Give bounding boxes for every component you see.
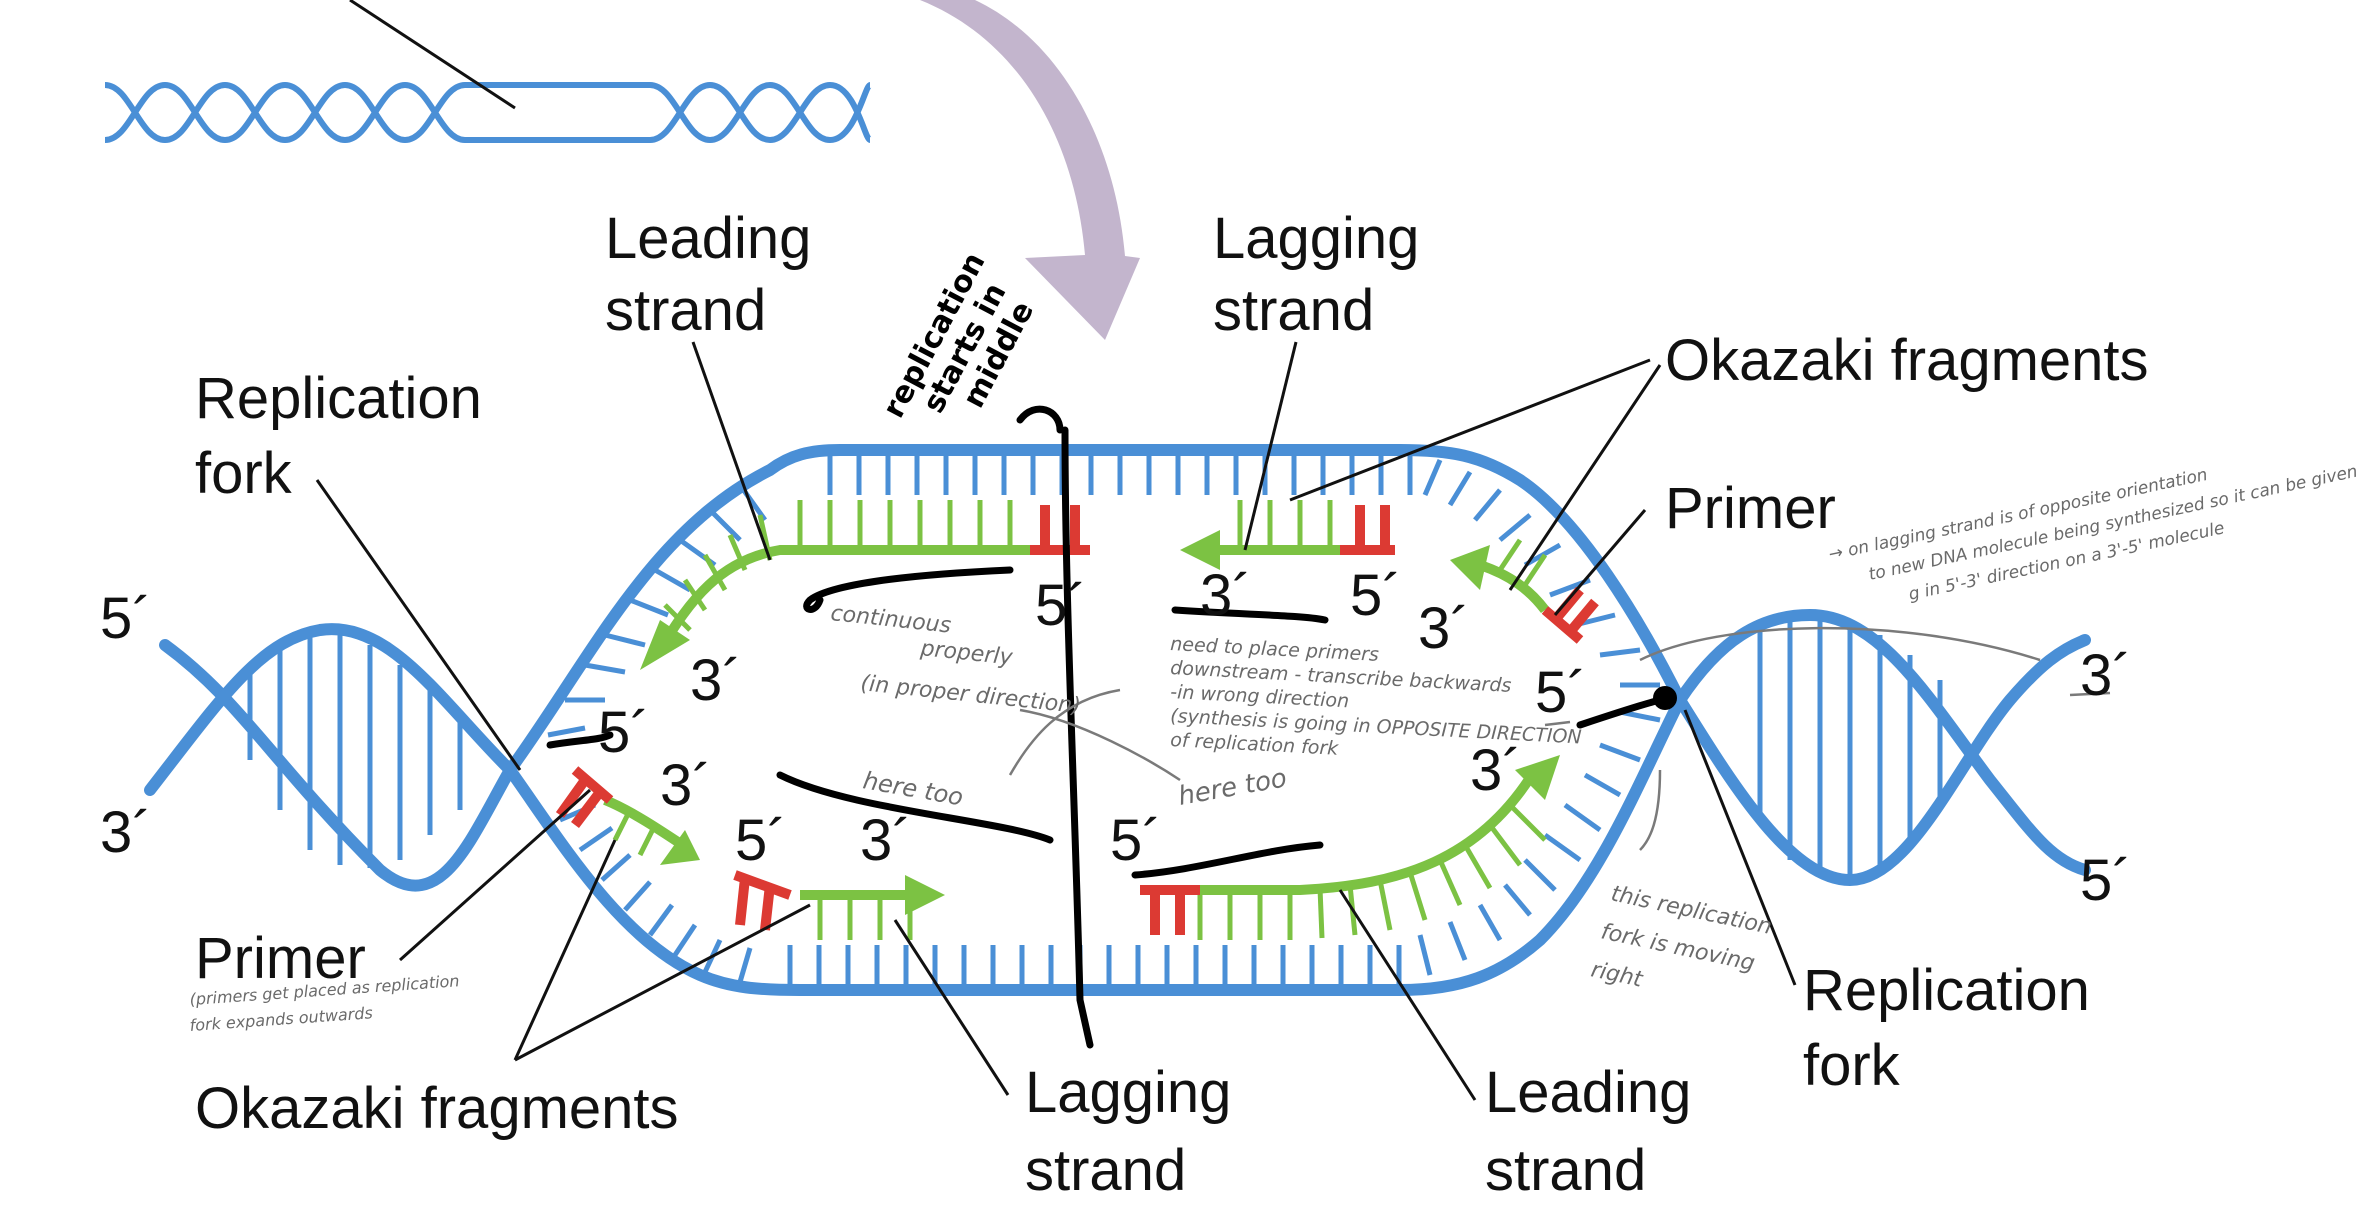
okazaki-fragments-top-label: Okazaki fragments bbox=[1665, 328, 2149, 393]
strand-end-right-top-3: 3´ bbox=[2080, 643, 2132, 708]
strand-end-left-fork-3: 3´ bbox=[660, 753, 712, 818]
zoom-arrow bbox=[920, 0, 1140, 340]
primers-placed-note-line2: fork expands outwards bbox=[189, 1003, 373, 1035]
strand-end-right-bottom-5: 5´ bbox=[2080, 848, 2132, 913]
strand-end-left-fork-5: 5´ bbox=[598, 700, 650, 765]
leading-strand-top-label-line1: Leading bbox=[605, 206, 811, 271]
strand-end-top-leading-3: 3´ bbox=[690, 648, 742, 713]
bubble-top-rungs bbox=[547, 450, 1661, 983]
lagging-strand-bottom-label-line1: Lagging bbox=[1025, 1060, 1231, 1125]
leader-lines bbox=[315, 341, 1797, 1101]
primers bbox=[555, 505, 1599, 935]
replication-fork-left-label-line2: fork bbox=[195, 441, 293, 506]
replication-fork-left-label-line1: Replication bbox=[195, 366, 482, 431]
strand-end-top-lagging-5: 5´ bbox=[1350, 563, 1402, 628]
ink-dot bbox=[1653, 686, 1677, 710]
strand-end-bottom-leading-5: 5´ bbox=[1110, 808, 1162, 873]
continuous-note-line1: continuous bbox=[829, 601, 952, 639]
bubble-bottom-rungs bbox=[787, 945, 1402, 990]
strand-ends: 5´3´3´5´5´3´3´5´3´5´3´5´3´5´3´5´ bbox=[100, 563, 2132, 913]
lagging-strand-bottom-label-line2: strand bbox=[1025, 1138, 1186, 1203]
continuous-note-line3: (in proper direction) bbox=[859, 671, 1082, 719]
strand-arrowheads bbox=[640, 530, 1560, 915]
okazaki-fragments-bottom-label: Okazaki fragments bbox=[195, 1076, 679, 1141]
strand-end-right-fork-3: 3´ bbox=[1470, 738, 1522, 803]
lagging-strand-top-label-line1: Lagging bbox=[1213, 206, 1419, 271]
replication-fork-right-label-line2: fork bbox=[1803, 1033, 1901, 1098]
strand-end-bottom-lagging-3: 3´ bbox=[860, 808, 912, 873]
left-helix-rungs bbox=[247, 635, 463, 868]
strand-end-bottom-lagging-5: 5´ bbox=[735, 808, 787, 873]
primer-left-label: Primer bbox=[195, 926, 366, 991]
lagging-strand-top-label-line2: strand bbox=[1213, 278, 1374, 343]
replication-fork-right-label-line1: Replication bbox=[1803, 958, 2090, 1023]
strand-end-left-top-5: 5´ bbox=[100, 586, 152, 651]
leading-strand-top-label-line2: strand bbox=[605, 278, 766, 343]
strand-end-top-lagging-3: 3´ bbox=[1200, 563, 1252, 628]
new-strand-rungs bbox=[612, 500, 1548, 940]
strand-end-right-fork-5: 5´ bbox=[1535, 660, 1587, 725]
leading-strand-bottom-label-line2: strand bbox=[1485, 1138, 1646, 1203]
here-too-note-2: here too bbox=[1176, 763, 1289, 812]
right-helix-rungs bbox=[1757, 615, 1943, 880]
primer-right-label: Primer bbox=[1665, 476, 1836, 541]
fork-moving-note-line3: right bbox=[1589, 957, 1646, 992]
left-helix bbox=[144, 623, 516, 892]
continuous-note-line2: properly bbox=[918, 636, 1014, 671]
small-dna-leader bbox=[349, 0, 516, 110]
small-dna-cartoon bbox=[104, 81, 873, 144]
leading-strand-bottom-label-line1: Leading bbox=[1485, 1060, 1691, 1125]
strand-end-top-okazaki-3: 3´ bbox=[1418, 596, 1470, 661]
labels: LeadingstrandLaggingstrandReplicationfor… bbox=[195, 206, 2149, 1203]
strand-end-top-leading-5: 5´ bbox=[1035, 573, 1087, 638]
replication-bubble bbox=[505, 444, 1686, 996]
ink-strokes bbox=[546, 405, 1664, 1049]
strand-end-left-bottom-3: 3´ bbox=[100, 800, 152, 865]
pencil-strokes bbox=[1008, 626, 2111, 851]
